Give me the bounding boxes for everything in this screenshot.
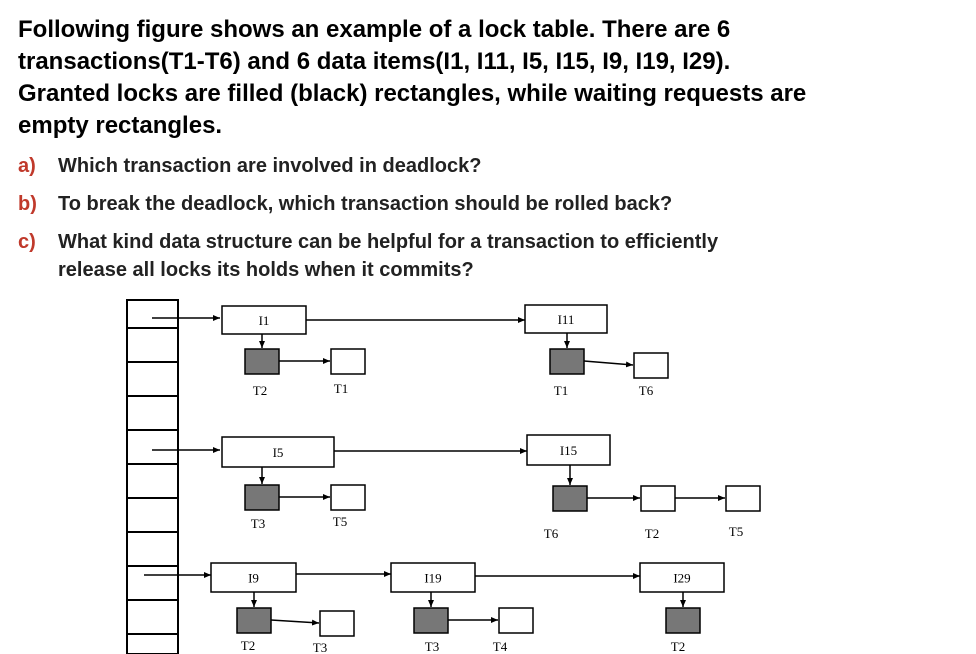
hash-table-border bbox=[126, 299, 179, 654]
transaction-label: T2 bbox=[645, 526, 659, 541]
intro-line: Following figure shows an example of a l… bbox=[18, 16, 731, 43]
granted-lock-rect bbox=[244, 484, 280, 511]
transaction-label: T2 bbox=[671, 639, 685, 654]
data-item-name: I5 bbox=[273, 445, 284, 460]
waiting-request-rect bbox=[725, 485, 761, 512]
transaction-label: T2 bbox=[253, 383, 267, 398]
data-item-box bbox=[526, 434, 611, 466]
transaction-label: T3 bbox=[313, 640, 327, 654]
data-item-box bbox=[210, 562, 297, 593]
data-item-box bbox=[639, 562, 725, 593]
data-item-name: I15 bbox=[560, 443, 577, 458]
question-text: release all locks its holds when it comm… bbox=[58, 259, 474, 281]
question-text: What kind data structure can be helpful … bbox=[58, 231, 719, 253]
data-item-name: I11 bbox=[558, 312, 575, 327]
question-label: b) bbox=[18, 193, 37, 215]
granted-lock-rect bbox=[413, 607, 449, 634]
data-item-box bbox=[524, 304, 608, 334]
data-item-box bbox=[390, 562, 476, 593]
question-text: Which transaction are involved in deadlo… bbox=[58, 155, 482, 177]
granted-lock-rect bbox=[549, 348, 585, 375]
question-label: a) bbox=[18, 155, 36, 177]
request-link-arrow bbox=[583, 360, 634, 368]
transaction-label: T2 bbox=[241, 638, 255, 653]
granted-lock-rect bbox=[244, 348, 280, 375]
waiting-request-rect bbox=[319, 610, 355, 637]
waiting-request-rect bbox=[330, 484, 366, 511]
waiting-request-rect bbox=[633, 352, 669, 379]
waiting-request-rect bbox=[498, 607, 534, 634]
request-link-arrow bbox=[270, 619, 320, 626]
transaction-label: T3 bbox=[251, 516, 265, 531]
intro-line: transactions(T1-T6) and 6 data items(I1,… bbox=[18, 48, 731, 75]
intro-text: Following figure shows an example of a l… bbox=[18, 14, 958, 142]
waiting-request-rect bbox=[330, 348, 366, 375]
transaction-label: T1 bbox=[554, 383, 568, 398]
transaction-label: T6 bbox=[639, 383, 654, 398]
data-item-box bbox=[221, 436, 335, 468]
transaction-label: T6 bbox=[544, 526, 559, 541]
transaction-label: T5 bbox=[729, 524, 743, 539]
data-item-name: I19 bbox=[424, 571, 441, 586]
hash-table bbox=[126, 299, 220, 654]
transaction-label: T5 bbox=[333, 514, 347, 529]
intro-line: Granted locks are filled (black) rectang… bbox=[18, 80, 807, 107]
transaction-label: T4 bbox=[493, 639, 508, 654]
granted-lock-rect bbox=[665, 607, 701, 634]
question-label: c) bbox=[18, 231, 36, 253]
transaction-label: T3 bbox=[425, 639, 439, 654]
data-item-name: I29 bbox=[673, 571, 690, 586]
transaction-label: T1 bbox=[334, 381, 348, 396]
granted-lock-rect bbox=[552, 485, 588, 512]
data-item-name: I1 bbox=[259, 313, 270, 328]
question-text: To break the deadlock, which transaction… bbox=[58, 193, 673, 215]
intro-line: empty rectangles. bbox=[18, 112, 223, 139]
data-item-name: I9 bbox=[248, 571, 259, 586]
granted-lock-rect bbox=[236, 607, 272, 634]
data-item-box bbox=[221, 305, 307, 335]
waiting-request-rect bbox=[640, 485, 676, 512]
